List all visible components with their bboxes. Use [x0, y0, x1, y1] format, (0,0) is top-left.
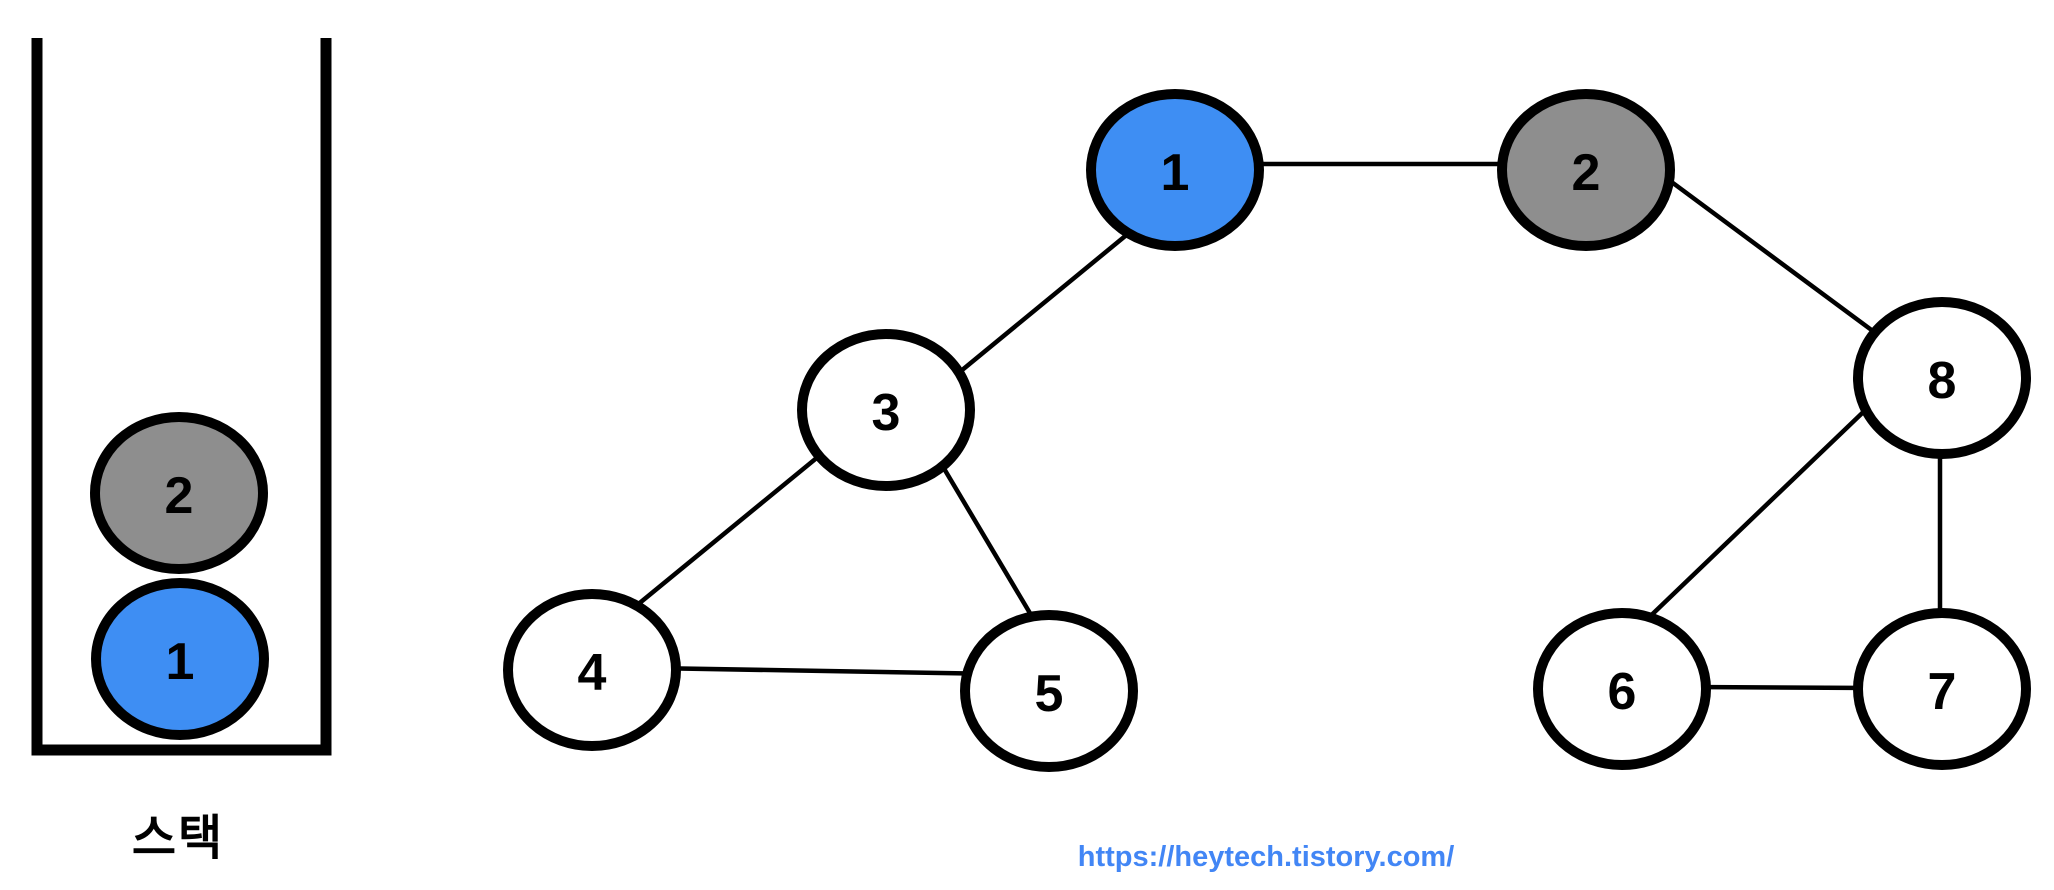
graph-edge-3-5 [928, 443, 1042, 632]
graph-node-label: 2 [1572, 144, 1601, 202]
graph-node-label: 1 [1161, 144, 1190, 202]
graph-node-label: 7 [1928, 663, 1957, 721]
graph-edges [623, 161, 1943, 691]
stack-item-1 [91, 578, 269, 740]
graph-edge-1-3 [948, 226, 1137, 382]
stack-container: 21 [31, 38, 332, 756]
graph-edge-4-5 [649, 665, 1001, 677]
graph-node-3 [797, 329, 975, 491]
stack-item-label: 1 [166, 633, 195, 691]
graph-edge-6-7 [1689, 684, 1876, 691]
graph-node-2 [1497, 89, 1675, 251]
graph-node-label: 4 [578, 644, 607, 702]
graph-node-4 [503, 589, 681, 751]
graph-edge-2-8 [1648, 164, 1887, 342]
graph-node-8 [1853, 297, 2031, 459]
stack-label: 스택 [131, 812, 225, 865]
graph-edge-3-4 [623, 445, 832, 617]
graph-node-label: 6 [1608, 663, 1637, 721]
graph-node-5 [960, 610, 1138, 772]
graph-node-1 [1086, 89, 1264, 251]
stack-item-2 [90, 412, 268, 574]
graph-edge-8-6 [1638, 394, 1882, 628]
graph-node-7 [1853, 608, 2031, 770]
stack-walls [31, 38, 332, 756]
graph-node-label: 3 [872, 384, 901, 442]
graph-node-label: 8 [1928, 352, 1957, 410]
stack-item-label: 2 [165, 467, 194, 525]
footer-url-link[interactable]: https://heytech.tistory.com/ [1077, 841, 1455, 873]
graph-node-6 [1533, 608, 1711, 770]
graph-nodes: 1 2 3 4 5 6 7 8 [503, 89, 2031, 772]
graph-node-label: 5 [1035, 665, 1064, 723]
